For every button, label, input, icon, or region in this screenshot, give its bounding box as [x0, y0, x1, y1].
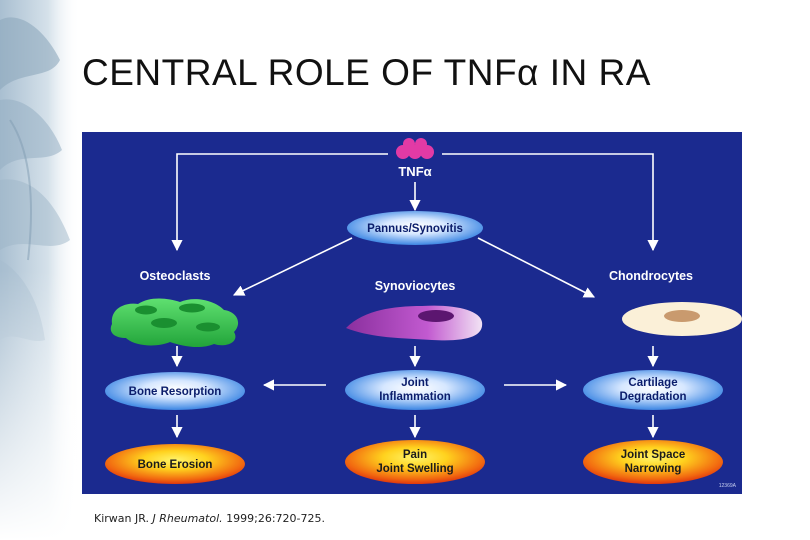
joint-swelling-label: Joint Swelling — [376, 463, 453, 475]
bone-erosion-node — [105, 444, 245, 484]
bone-resorption-label: Bone Resorption — [129, 386, 222, 398]
arrow-pannus-to-chondrocytes — [477, 237, 595, 298]
chondrocytes-label: Chondrocytes — [609, 269, 693, 283]
arrow-tnf-to-chondrocytes — [442, 153, 659, 252]
decorative-hand-image — [0, 0, 80, 540]
joint-inflammation-label-1: Joint — [401, 377, 429, 389]
cartilage-degradation-node — [583, 370, 723, 410]
tnf-molecule-icon — [396, 138, 434, 159]
synoviocytes-label: Synoviocytes — [375, 279, 456, 293]
osteoclasts-label: Osteoclasts — [140, 269, 211, 283]
citation-details: 1999;26:720-725. — [226, 512, 326, 525]
figure-code: 12369A — [719, 483, 737, 489]
tnf-label: TNFα — [398, 164, 431, 179]
tnf-pathway-diagram: TNFα Pannus/Synovitis Osteoclasts Synovi… — [82, 132, 742, 494]
joint-space-narrowing-node — [583, 440, 723, 484]
joint-space-label: Joint Space — [621, 449, 686, 461]
cartilage-degradation-label-1: Cartilage — [628, 377, 677, 389]
pannus-synovitis-node — [347, 211, 483, 245]
citation: Kirwan JR. J Rheumatol. 1999;26:720-725. — [94, 512, 325, 525]
pannus-synovitis-label: Pannus/Synovitis — [367, 223, 463, 235]
pain-joint-swelling-node — [345, 440, 485, 484]
bone-erosion-label: Bone Erosion — [138, 459, 213, 471]
bone-resorption-node — [105, 372, 245, 410]
arrow-pannus-to-osteoclasts — [232, 237, 353, 296]
pain-label: Pain — [403, 449, 427, 461]
citation-journal: J Rheumatol. — [152, 512, 223, 525]
narrowing-label: Narrowing — [625, 463, 682, 475]
osteoclast-cell-icon — [110, 298, 239, 348]
joint-inflammation-label-2: Inflammation — [379, 391, 451, 403]
citation-authors: Kirwan JR. — [94, 512, 149, 525]
slide-title: CENTRAL ROLE OF TNFα IN RA — [82, 52, 651, 93]
arrow-tnf-to-osteoclasts — [171, 153, 388, 252]
chondrocyte-cell-icon — [622, 302, 742, 336]
cartilage-degradation-label-2: Degradation — [619, 391, 686, 403]
joint-inflammation-node — [345, 370, 485, 410]
synoviocyte-cell-icon — [346, 305, 483, 341]
